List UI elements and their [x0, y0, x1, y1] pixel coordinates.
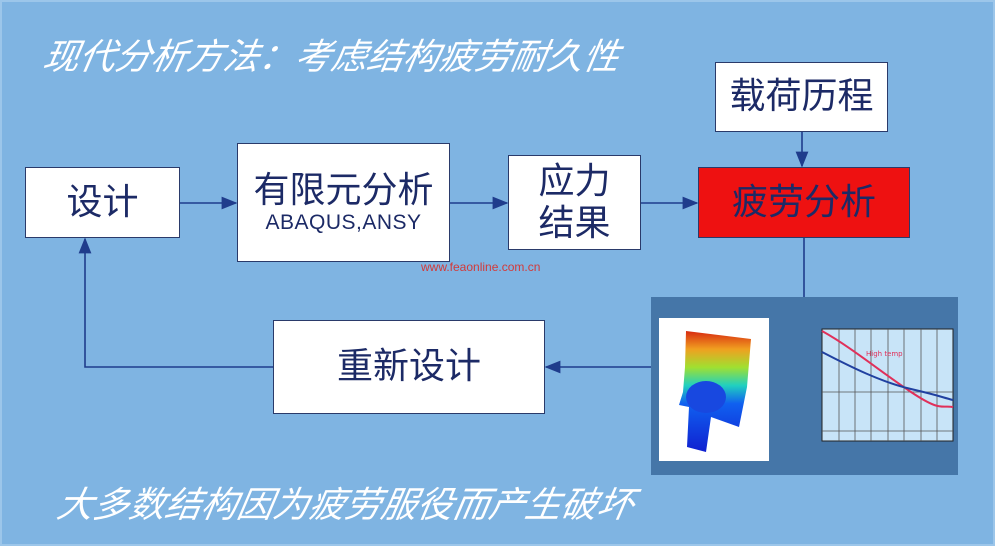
arrow-redesign-to-design [78, 237, 273, 368]
fea-box: 有限元分析 ABAQUS,ANSY [237, 143, 450, 262]
redesign-box: 重新设计 [273, 320, 545, 414]
watermark: www.feaonline.com.cn [421, 260, 541, 274]
load-history-box: 载荷历程 [715, 62, 888, 132]
stress-label-line2: 结果 [538, 202, 611, 244]
room-temp-curve [821, 351, 954, 401]
fatigue-analysis-box: 疲劳分析 [698, 167, 910, 238]
high-temp-curve [821, 330, 954, 408]
fea-software-label: ABAQUS,ANSY [265, 211, 422, 235]
stress-label-line1: 应力 [538, 161, 611, 203]
stress-result-box: 应力 结果 [508, 155, 641, 250]
slide-footer: 大多数结构因为疲劳服役而产生破坏 [53, 485, 638, 526]
fem-and-sn-graphic: High temp [659, 318, 954, 461]
fea-label: 有限元分析 [253, 169, 434, 211]
sn-chart-plot [821, 328, 954, 442]
design-box: 设计 [25, 167, 180, 238]
chart-legend: High temp [866, 350, 903, 358]
fatigue-result-image: High temp [651, 297, 958, 475]
